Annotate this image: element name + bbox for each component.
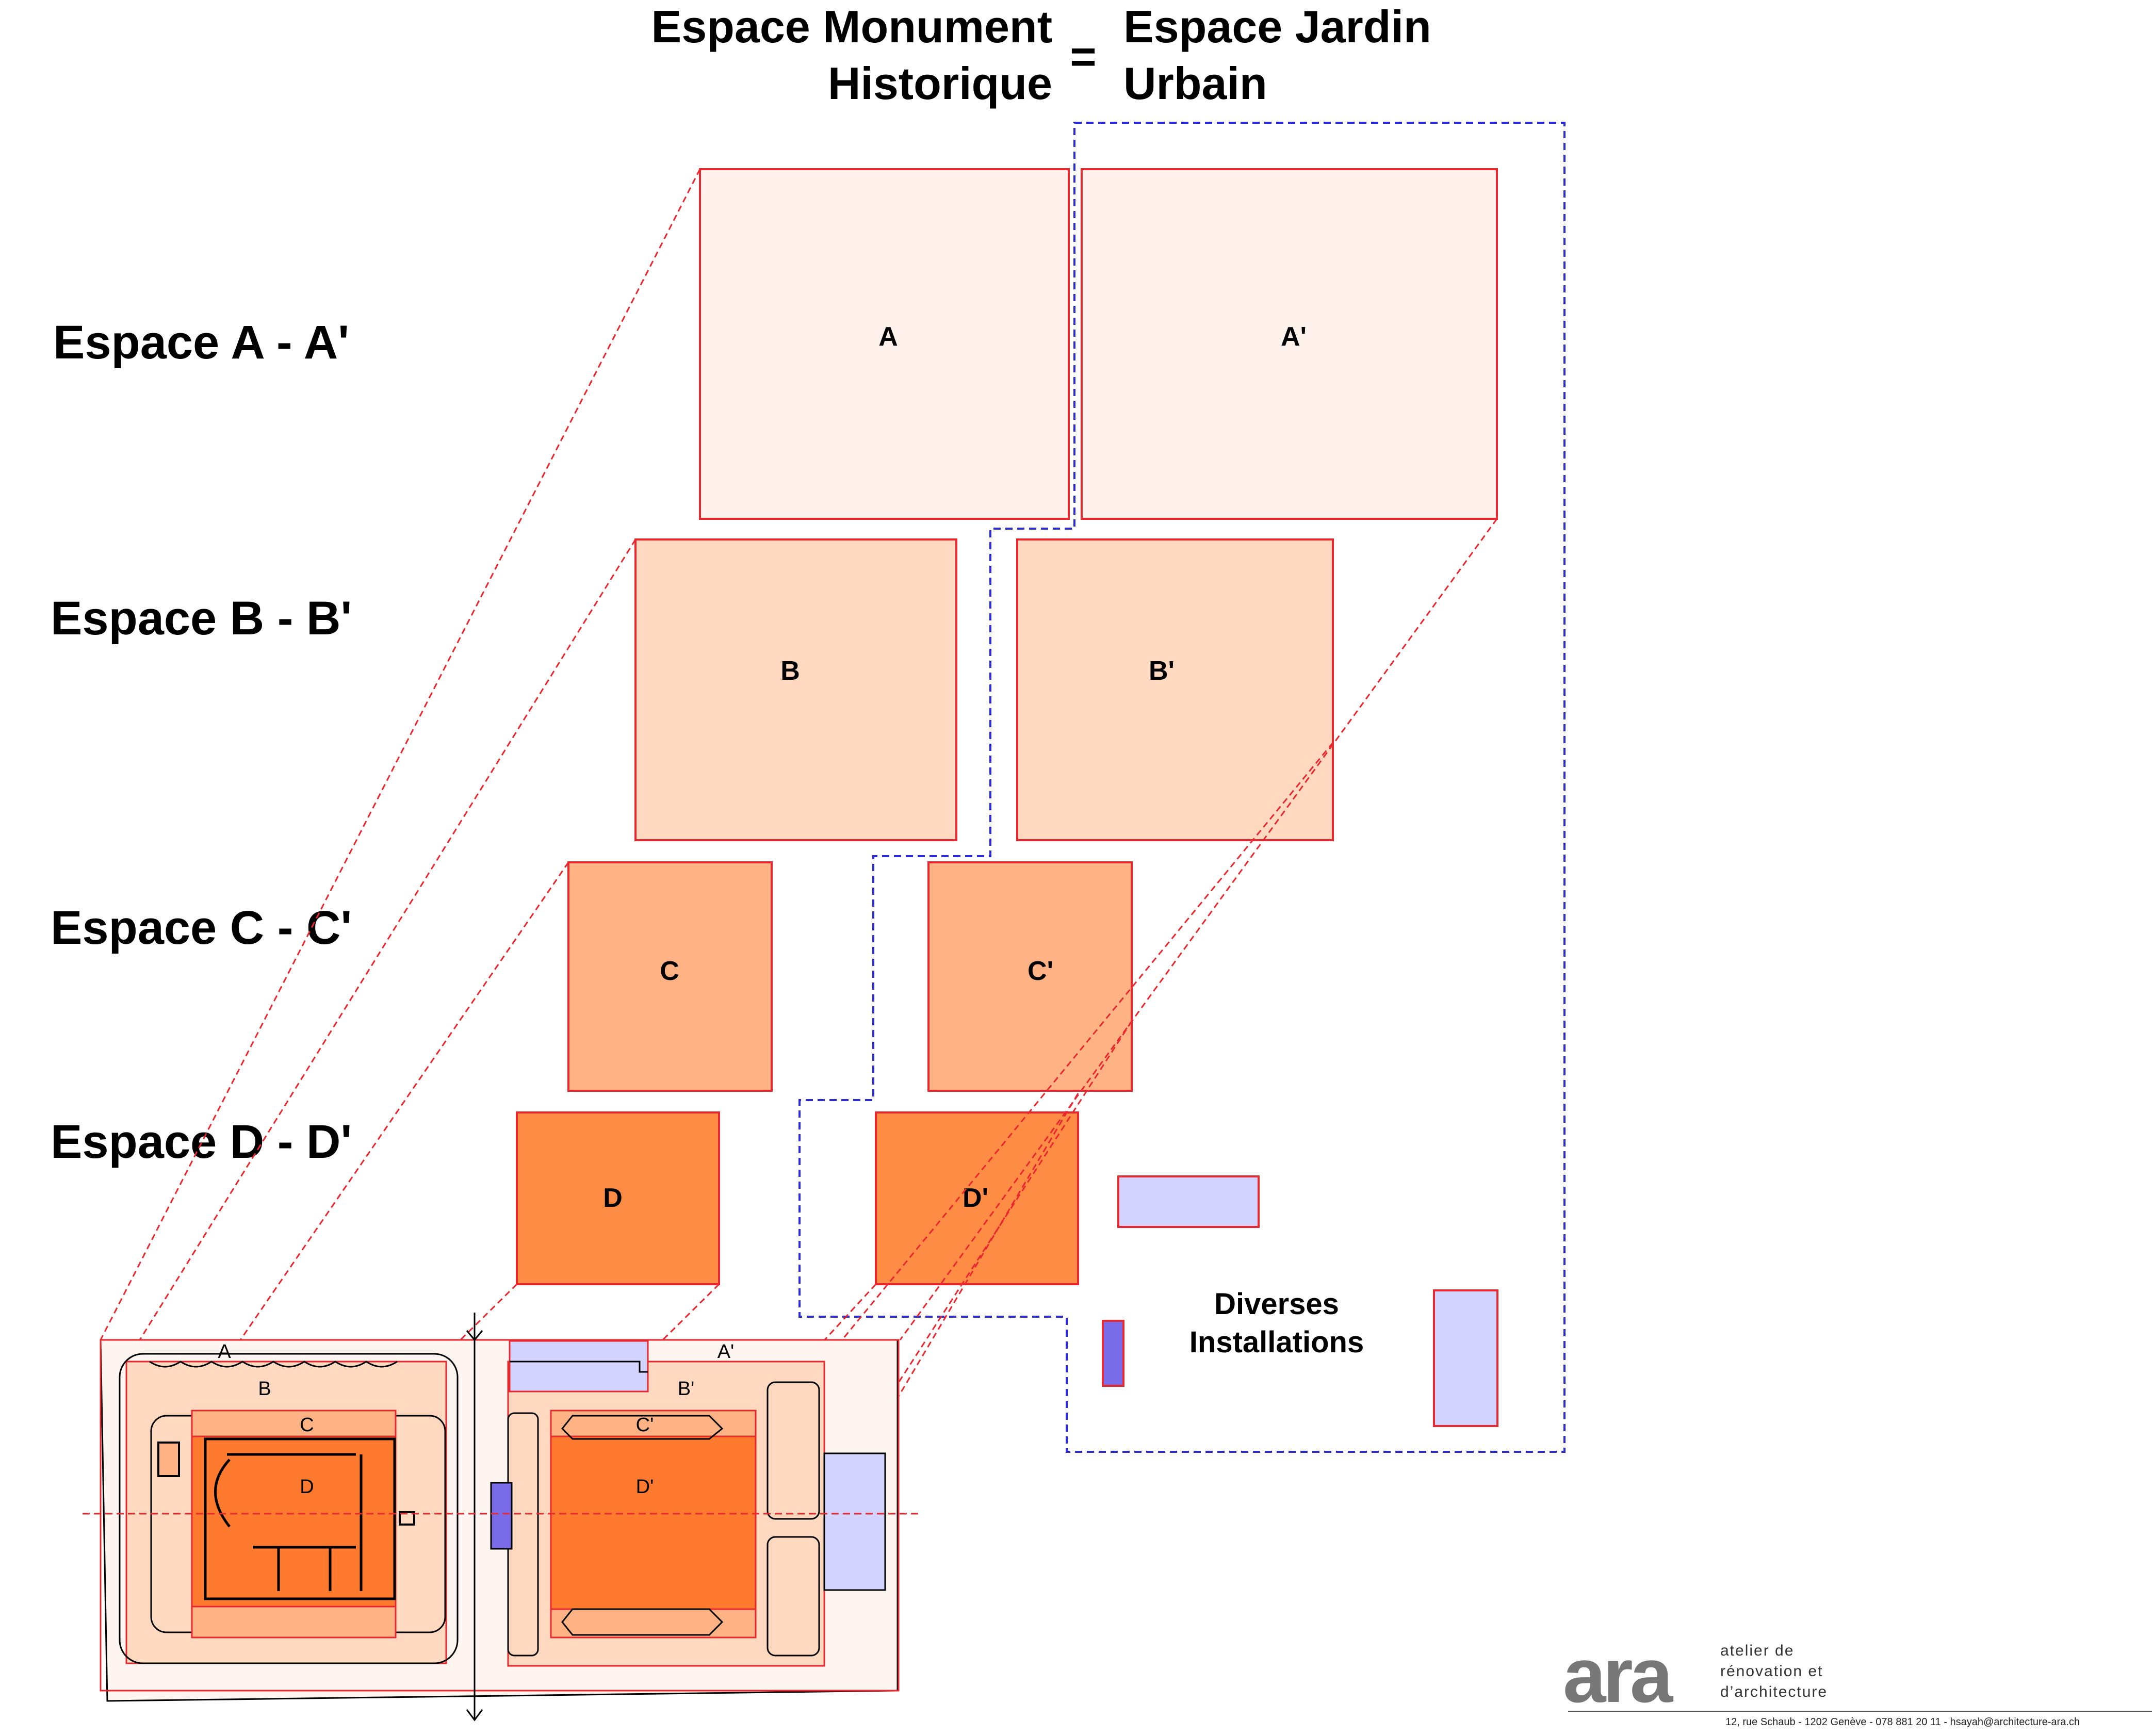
plan-installation-top-detail xyxy=(510,1361,648,1373)
tier-d: D D' xyxy=(516,1111,1079,1285)
logo-line3: d’architecture xyxy=(1720,1683,1828,1700)
section-arrow-head-top xyxy=(466,1330,483,1341)
plan-scallops xyxy=(149,1361,398,1368)
box-b xyxy=(634,538,957,841)
building-outer-wall xyxy=(204,1437,396,1600)
box-c-prime xyxy=(927,861,1133,1092)
plan-label-c: C xyxy=(300,1414,314,1436)
historic-building-walls xyxy=(204,1437,396,1600)
box-d-label: D xyxy=(603,1183,623,1213)
section-arrow xyxy=(466,1313,483,1722)
plan-side-strip xyxy=(767,1536,820,1657)
jardin-urbain-outline xyxy=(798,122,1566,1453)
projection-line xyxy=(899,518,1498,1340)
header-left-line1: Espace Monument xyxy=(651,1,1052,52)
box-c-prime-label: C' xyxy=(1028,956,1053,986)
tier-c: C C' xyxy=(567,861,1133,1092)
plan-installation-mid xyxy=(490,1482,513,1550)
box-a-label: A xyxy=(878,322,898,352)
plan-contour xyxy=(119,1353,459,1664)
header: Espace Monument Historique = Espace Jard… xyxy=(651,1,1431,109)
plan-label-a-prime: A' xyxy=(718,1341,735,1363)
projection-line xyxy=(125,539,637,1362)
box-b-prime-label: B' xyxy=(1149,656,1175,686)
box-d xyxy=(516,1111,720,1285)
plan-label-a: A xyxy=(218,1341,231,1363)
plan-region-d-prime xyxy=(550,1435,757,1610)
plan-region-d xyxy=(191,1435,397,1608)
plan-annex xyxy=(157,1442,180,1477)
plan-label-d: D xyxy=(300,1476,314,1498)
ara-logo: ara atelier de rénovation et d’architect… xyxy=(1563,1632,1828,1718)
box-c xyxy=(567,861,773,1092)
section-arrow-head-bottom xyxy=(466,1709,483,1722)
row-label-d: Espace D - D' xyxy=(51,1116,352,1168)
plan-garden-hex-top xyxy=(561,1415,724,1440)
building-apse xyxy=(214,1459,231,1528)
installations-line1: Diverses xyxy=(1214,1287,1339,1321)
footer-address: 12, rue Schaub - 1202 Genève - 078 881 2… xyxy=(1725,1716,2080,1728)
plan-garden-hex-bottom xyxy=(561,1608,724,1636)
installation-wide xyxy=(1117,1175,1260,1228)
box-d-prime-label: D' xyxy=(963,1183,988,1213)
box-b-label: B xyxy=(780,656,800,686)
plan-installation-right xyxy=(823,1452,886,1591)
installation-tall xyxy=(1433,1289,1498,1427)
plan-label-d-prime: D' xyxy=(636,1476,654,1498)
plan-installation-top xyxy=(509,1340,649,1393)
row-label-b: Espace B - B' xyxy=(51,592,352,645)
logo-mark: ara xyxy=(1563,1632,1674,1718)
row-label-c: Espace C - C' xyxy=(51,902,352,954)
plan-label-b-prime: B' xyxy=(678,1378,695,1400)
plan-label-c-prime: C' xyxy=(636,1414,654,1436)
projection-line xyxy=(100,169,701,1340)
header-left-line2: Historique xyxy=(828,58,1052,109)
box-a-prime-label: A' xyxy=(1281,322,1307,352)
box-a-prime xyxy=(1081,168,1498,520)
installations-line2: Installations xyxy=(1189,1325,1364,1359)
projection-line xyxy=(191,862,569,1411)
tier-b: B B' xyxy=(634,538,1334,841)
installations-group: Diverses Installations xyxy=(1102,1175,1498,1427)
logo-line1: atelier de xyxy=(1720,1642,1794,1659)
logo-line2: rénovation et xyxy=(1720,1663,1823,1680)
box-a xyxy=(699,168,1070,520)
box-c-label: C xyxy=(660,956,679,986)
plan-side-strip xyxy=(767,1381,820,1520)
plan-label-b: B xyxy=(258,1378,271,1400)
site-plan: A A' B B' C C' D D' xyxy=(83,1313,918,1722)
row-label-a: Espace A - A' xyxy=(53,316,349,369)
plan-annex xyxy=(399,1511,415,1526)
installation-small xyxy=(1102,1320,1124,1387)
header-right-line1: Espace Jardin xyxy=(1123,1,1431,52)
header-equals: = xyxy=(1070,31,1096,82)
header-right-line2: Urbain xyxy=(1123,58,1267,109)
tier-a: A A' xyxy=(699,168,1498,520)
box-b-prime xyxy=(1016,538,1334,841)
